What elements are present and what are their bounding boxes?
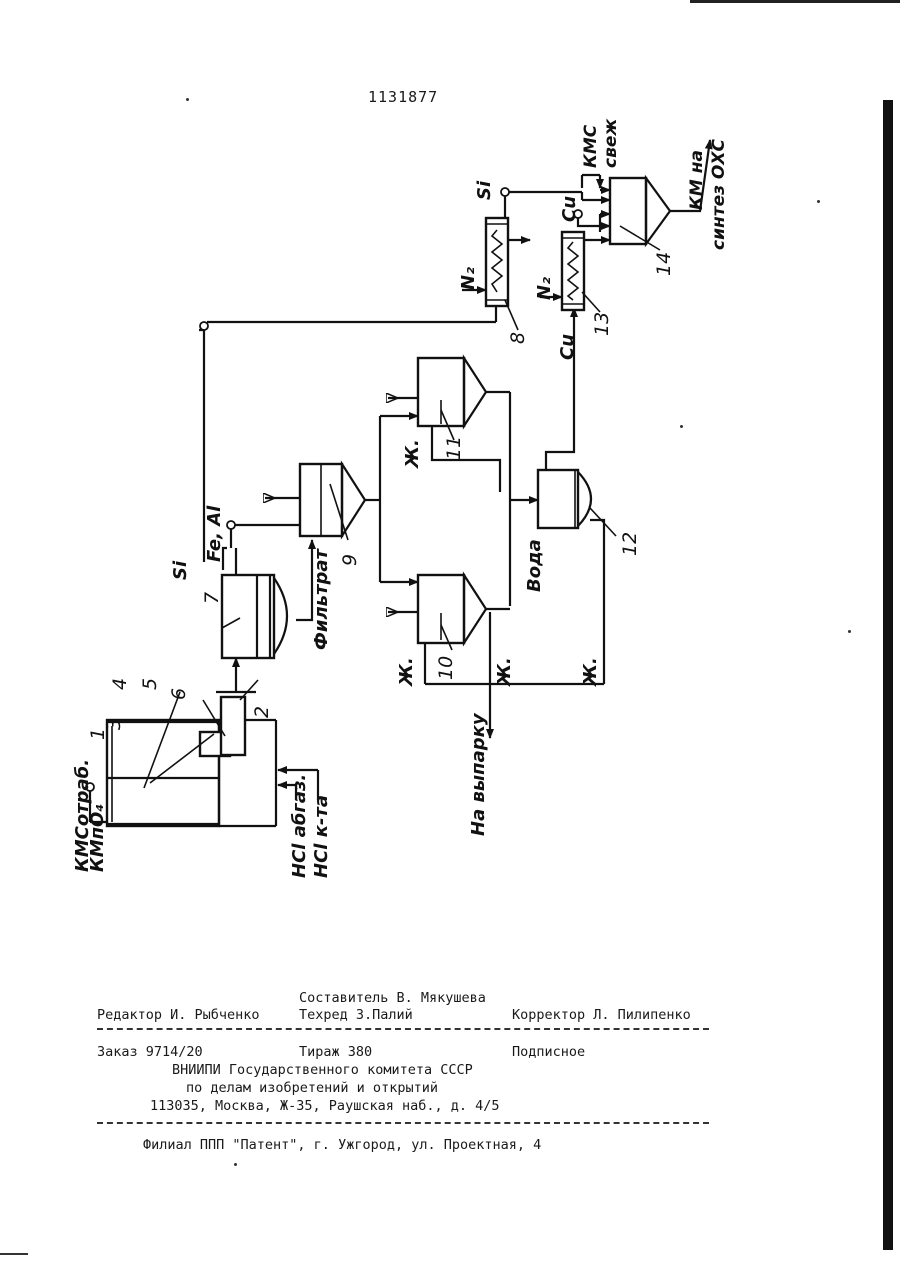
leaders (240, 680, 258, 700)
footer-divider-2 (97, 1122, 709, 1124)
num-11: 11 (443, 436, 465, 460)
footer-order: Заказ 9714/20 (97, 1044, 203, 1060)
num-5: 5 (139, 678, 161, 690)
footer-corrector: Корректор Л. Пилипенко (512, 1007, 691, 1023)
footer-compiler: Составитель В. Мякушева (299, 990, 486, 1006)
heat-exchanger-8 (486, 218, 518, 330)
vessel-9 (300, 464, 365, 540)
label-si-7: Si (170, 560, 191, 580)
vessel-11 (418, 358, 486, 440)
label-to-evaporation: На выпарку (468, 712, 489, 836)
num-14: 14 (653, 252, 675, 276)
label-kms-fresh-2: свеж (601, 118, 621, 168)
footer-branch: Филиал ППП "Патент", г. Ужгород, ул. Про… (143, 1137, 541, 1153)
num-1: 1 (87, 728, 109, 740)
label-cu-12: Cu (557, 334, 578, 360)
footer-org-1: ВНИИПИ Государственного комитета СССР (172, 1062, 473, 1078)
label-km-synth-2: синтез ОХС (709, 139, 729, 250)
label-n2-13: N₂ (534, 277, 555, 300)
label-cu-top: Cu (559, 196, 580, 222)
footer-circulation: Тираж 380 (299, 1044, 372, 1060)
num-8: 8 (507, 332, 529, 344)
num-7: 7 (201, 592, 223, 604)
label-hcl-acid: НСl к-та (311, 795, 332, 878)
footer-divider-1 (97, 1028, 709, 1030)
heat-exchanger-13 (562, 232, 600, 312)
vessel-10 (418, 575, 486, 650)
label-fe-al: Fe, Al (204, 505, 225, 562)
num-6: 6 (168, 688, 190, 700)
label-kmno4: КМпО₄ (87, 804, 108, 872)
num-4: 4 (109, 678, 131, 690)
footer-address: 113035, Москва, Ж-35, Раушская наб., д. … (150, 1098, 500, 1114)
reactor-1 (86, 692, 276, 826)
label-n2-8: N₂ (458, 267, 479, 290)
footer-org-2: по делам изобретений и открытий (186, 1080, 438, 1096)
num-9: 9 (339, 554, 361, 566)
label-liquid-10: Ж. (396, 657, 417, 688)
filter-7 (222, 548, 287, 658)
num-10: 10 (435, 656, 457, 680)
label-km-synth-1: КМ на (687, 150, 707, 210)
label-liquid-mid: Ж. (494, 657, 515, 688)
label-kms-fresh-1: КМС (581, 124, 601, 168)
footer-techred: Техред З.Палий (299, 1007, 413, 1023)
num-13: 13 (591, 312, 613, 336)
footer-editor: Редактор И. Рыбченко (97, 1007, 260, 1023)
label-water: Вода (524, 539, 545, 592)
num-12: 12 (619, 532, 641, 556)
label-liquid-11: Ж. (402, 439, 423, 470)
mixer-14 (610, 178, 670, 250)
label-si-8: Si (474, 180, 495, 200)
num-2: 2 (251, 706, 273, 718)
label-liquid-12: Ж. (580, 657, 601, 688)
footer-subscription: Подписное (512, 1044, 585, 1060)
label-hcl-gas: НСl абгаз. (289, 774, 310, 878)
label-filtrate: Фильтрат (311, 548, 332, 650)
